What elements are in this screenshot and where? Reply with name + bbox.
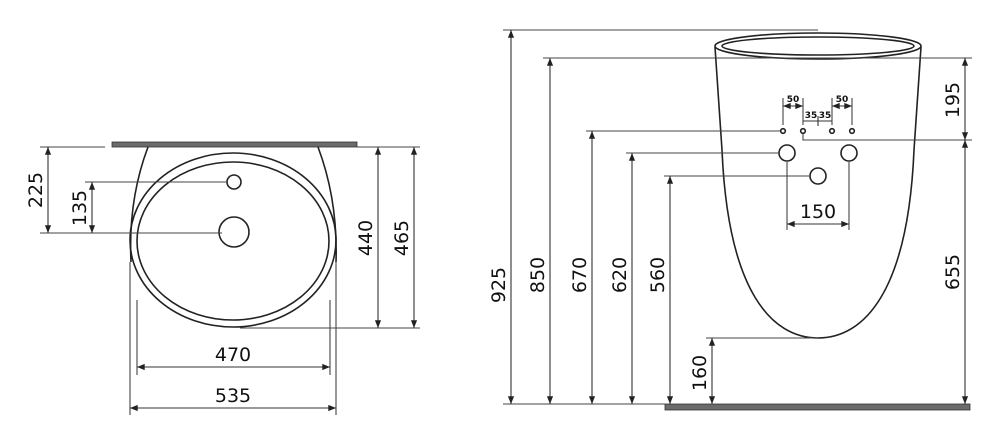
basin-body <box>714 46 922 339</box>
front-view: 925 850 670 620 560 160 195 655 150 50 5… <box>488 29 972 411</box>
dim-label-655: 655 <box>942 254 964 290</box>
dim-label-195: 195 <box>942 82 964 118</box>
dim-label-225: 225 <box>25 172 47 208</box>
dim-label-440: 440 <box>355 220 377 256</box>
dim-label-50-right: 50 <box>836 95 849 105</box>
dim-label-925: 925 <box>488 267 510 303</box>
extension-lines <box>40 146 420 415</box>
extension-lines <box>503 29 972 405</box>
basin-outer-rim <box>129 152 337 328</box>
dim-label-560: 560 <box>647 257 669 293</box>
waste-hole <box>809 167 827 185</box>
tap-hole <box>840 144 858 162</box>
dim-label-160: 160 <box>689 355 711 391</box>
fixing-points <box>779 127 856 135</box>
basin-inner-bowl <box>136 161 330 321</box>
drain-hole <box>218 216 250 248</box>
dim-label-465: 465 <box>391 220 413 256</box>
dim-label-50-left: 50 <box>787 95 800 105</box>
basin-top-rim <box>714 32 922 60</box>
dim-label-135: 135 <box>69 190 91 226</box>
wall-plate <box>111 141 358 148</box>
dim-label-850: 850 <box>527 257 549 293</box>
dim-label-470: 470 <box>215 344 251 366</box>
tap-hole <box>778 144 796 162</box>
dim-label-535: 535 <box>215 385 251 407</box>
dim-label-620: 620 <box>609 257 631 293</box>
floor-plate <box>664 403 971 411</box>
dim-label-35-right: 35 <box>819 111 832 121</box>
top-view: 225 135 440 465 470 535 <box>25 141 420 415</box>
basin-top-inner <box>721 36 915 56</box>
dim-label-670: 670 <box>569 257 591 293</box>
overflow-hole <box>226 174 242 190</box>
dim-label-150: 150 <box>800 201 836 223</box>
dim-label-35-left: 35 <box>805 111 818 121</box>
pedestal-outline <box>129 146 337 263</box>
